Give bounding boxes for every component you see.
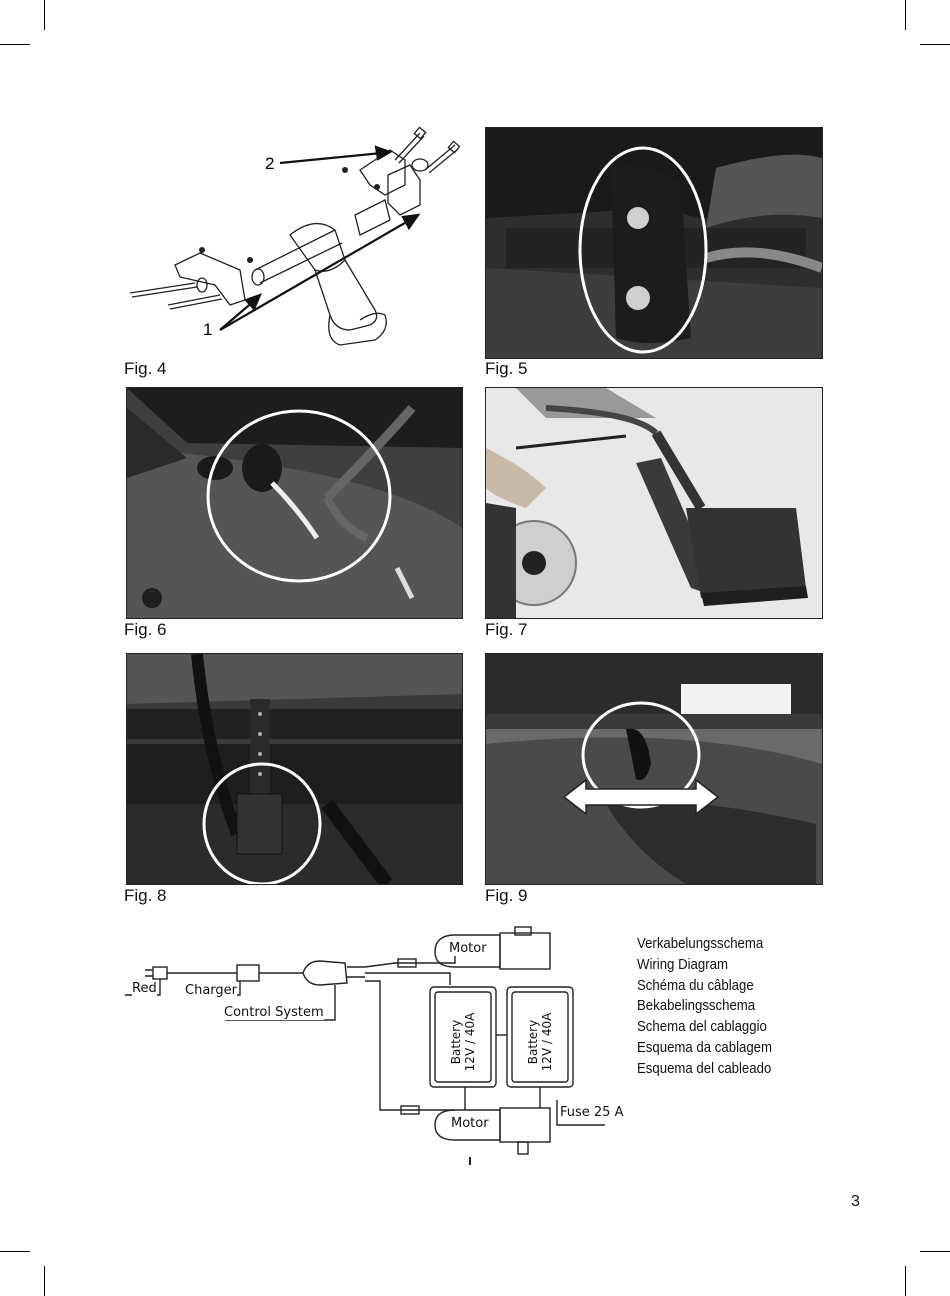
fig8-photo xyxy=(126,653,463,885)
crop-mark xyxy=(905,1266,906,1296)
fig4-callout-1: 1 xyxy=(203,320,212,339)
fig6-caption: Fig. 6 xyxy=(124,620,167,640)
fig5-photo xyxy=(485,127,823,359)
fig6-photo xyxy=(126,387,463,619)
crop-mark xyxy=(0,1251,30,1252)
crop-mark xyxy=(920,44,950,45)
battery-1-name: Battery xyxy=(449,997,463,1087)
fuse-label: Fuse 25 A xyxy=(560,1105,623,1120)
crop-mark xyxy=(44,1266,45,1296)
control-system-label: Control System xyxy=(224,1005,324,1020)
wiring-title-it: Schema del cablaggio xyxy=(637,1017,767,1038)
wiring-title-fr: Schéma du câblage xyxy=(637,976,754,997)
fig8-caption: Fig. 8 xyxy=(124,886,167,906)
charger-label: Charger xyxy=(185,983,237,998)
fig9-photo xyxy=(485,653,823,885)
page-number: 3 xyxy=(851,1193,860,1211)
motor-bottom-label: Motor xyxy=(451,1116,489,1131)
battery-2: Battery 12V / 40A xyxy=(514,997,566,1079)
wiring-title-de: Verkabelungsschema xyxy=(637,934,763,955)
motor-top-label: Motor xyxy=(449,941,487,956)
red-label: Red xyxy=(132,981,157,996)
wiring-title-nl: Bekabelingsschema xyxy=(637,996,755,1017)
crop-mark xyxy=(44,0,45,30)
fig4-callout-2: 2 xyxy=(265,154,274,173)
fig5-caption: Fig. 5 xyxy=(485,359,528,379)
fig7-photo xyxy=(485,387,823,619)
crop-mark xyxy=(905,0,906,30)
fig7-caption: Fig. 7 xyxy=(485,620,528,640)
wiring-diagram: Motor Red Charger Control System Battery… xyxy=(125,925,635,1170)
crop-mark xyxy=(920,1251,950,1252)
battery-1-rating: 12V / 40A xyxy=(463,997,477,1087)
crop-mark xyxy=(0,44,30,45)
fig4-caption: Fig. 4 xyxy=(124,359,167,379)
fig9-caption: Fig. 9 xyxy=(485,886,528,906)
battery-2-name: Battery xyxy=(526,997,540,1087)
wiring-title-en: Wiring Diagram xyxy=(637,955,728,976)
fig4-drawing: 2 1 xyxy=(120,125,460,360)
battery-1: Battery 12V / 40A xyxy=(437,997,489,1079)
wiring-title-pt: Esquema da cablagem xyxy=(637,1038,772,1059)
battery-2-rating: 12V / 40A xyxy=(540,997,554,1087)
wiring-title-es: Esquema del cableado xyxy=(637,1059,771,1080)
